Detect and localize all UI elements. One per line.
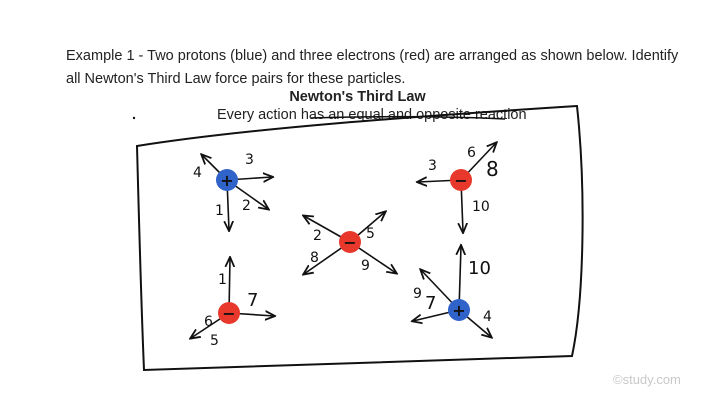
force-label: 2 <box>242 198 251 214</box>
force-label: 9 <box>413 286 422 302</box>
force-label: 1 <box>218 272 227 288</box>
force-label: 8 <box>310 250 319 266</box>
problem-statement: Example 1 - Two protons (blue) and three… <box>66 48 679 87</box>
electron-circle <box>218 302 240 324</box>
electron-bottom-left: − 1 7 6 5 <box>191 258 274 349</box>
watermark: ©study.com <box>613 372 681 387</box>
heading: Newton's Third Law <box>289 89 426 105</box>
proton-circle <box>448 299 470 321</box>
electron-circle <box>339 231 361 253</box>
charge-sign: − <box>222 304 235 323</box>
force-label: 5 <box>366 226 375 242</box>
force-label: 4 <box>193 165 202 181</box>
force-label: 2 <box>313 228 322 244</box>
strikethrough-line <box>310 115 506 120</box>
proton-bottom-right: + 10 9 7 4 <box>413 246 492 337</box>
watermark-text: study.com <box>622 372 681 387</box>
proton-top-left: + 4 3 1 2 <box>193 152 272 230</box>
drawing-frame <box>135 104 584 372</box>
force-label: 6 <box>467 145 476 161</box>
force-label: 10 <box>468 258 491 279</box>
charge-sign: − <box>343 233 356 252</box>
electron-top-right: − 3 6 8 10 <box>418 143 499 232</box>
force-label: 7 <box>247 290 258 311</box>
force-label: 1 <box>215 203 224 219</box>
subheading: Every action has an equal and opposite r… <box>217 107 527 123</box>
force-label: 10 <box>472 199 490 215</box>
force-label: 3 <box>245 152 254 168</box>
force-label: 4 <box>483 309 492 325</box>
charge-sign: + <box>220 171 233 190</box>
electron-circle <box>450 169 472 191</box>
study-logo-icon: © <box>613 372 623 387</box>
force-label: 9 <box>361 258 370 274</box>
force-label: 8 <box>486 157 499 181</box>
stray-dot <box>132 116 136 120</box>
electron-center: − 2 5 8 9 <box>304 212 396 274</box>
proton-circle <box>216 169 238 191</box>
force-label: 3 <box>428 158 437 174</box>
charge-sign: − <box>454 171 467 190</box>
charge-sign: + <box>452 301 465 320</box>
force-label: 7 <box>425 293 436 314</box>
force-label: 5 <box>210 333 219 349</box>
force-label: 6 <box>204 314 213 330</box>
